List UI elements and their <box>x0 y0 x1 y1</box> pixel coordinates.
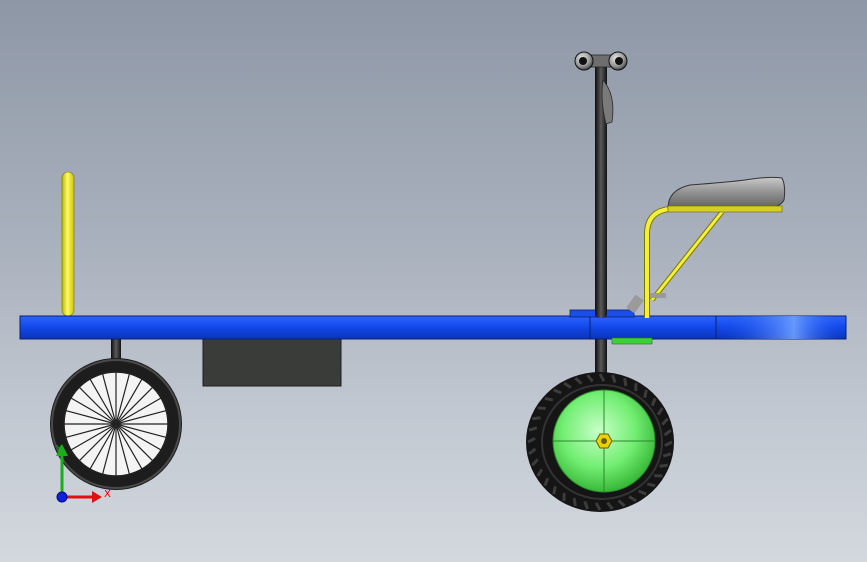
tread-mark <box>594 502 602 511</box>
tread-mark <box>662 452 672 458</box>
y-axis-label: Y <box>55 444 63 455</box>
tread-mark <box>552 485 557 495</box>
tread-mark <box>574 376 583 385</box>
tread-mark <box>661 417 669 426</box>
spoke <box>115 409 167 425</box>
y-axis-arrowhead <box>56 444 68 456</box>
tread-mark <box>553 388 562 395</box>
spoke <box>89 378 117 425</box>
front-wheel-icon[interactable] <box>526 336 674 512</box>
tread-mark <box>628 495 637 503</box>
spoke <box>115 373 131 425</box>
rear-post[interactable] <box>61 171 75 317</box>
spoke <box>70 423 117 451</box>
tread-mark <box>598 373 606 382</box>
seat-frame[interactable] <box>626 205 724 318</box>
tread-mark <box>623 377 628 387</box>
spoke <box>101 423 117 475</box>
spoke <box>70 397 117 425</box>
tread-mark <box>638 489 647 496</box>
tread-mark <box>617 499 626 508</box>
spoke <box>65 423 117 439</box>
rear-wheel-icon[interactable] <box>50 338 182 490</box>
tread-mark <box>611 374 617 384</box>
spoke <box>115 397 162 425</box>
spoke <box>115 386 154 425</box>
tread-mark <box>544 396 554 402</box>
tread-mark <box>536 468 544 477</box>
tread-mark <box>656 407 664 416</box>
brake-lever-icon[interactable] <box>601 79 614 125</box>
spoke <box>89 423 117 470</box>
tread-mark <box>528 447 537 456</box>
tread-mark <box>586 374 594 383</box>
tread-mark <box>583 500 589 510</box>
tread-mark <box>531 458 539 467</box>
seat-icon[interactable] <box>667 176 786 213</box>
spoke <box>65 409 117 425</box>
steering-column[interactable] <box>595 62 614 318</box>
tread-mark <box>646 482 656 488</box>
tread-mark <box>527 437 536 444</box>
x-axis-arrowhead <box>92 491 102 503</box>
tread-mark <box>563 381 572 389</box>
tread-mark <box>532 416 541 421</box>
tread-mark <box>663 428 672 437</box>
spoke <box>115 423 131 475</box>
z-axis-dot <box>56 491 68 503</box>
spoke <box>115 378 143 425</box>
spoke <box>115 423 143 470</box>
spoke <box>115 423 162 451</box>
x-axis-label: X <box>104 489 111 500</box>
spoke <box>115 423 167 439</box>
battery-box[interactable] <box>202 337 342 387</box>
handlebar-icon[interactable] <box>574 51 628 71</box>
tread-mark <box>543 477 550 487</box>
orientation-triad: X Y <box>55 444 111 503</box>
spoke <box>101 373 117 425</box>
tread-mark <box>664 440 673 447</box>
spoke <box>78 386 117 425</box>
tread-mark <box>528 426 538 432</box>
deck-platform[interactable] <box>19 309 847 345</box>
tread-mark <box>643 389 648 399</box>
spoke <box>115 423 154 462</box>
tread-mark <box>572 497 577 507</box>
tread-mark <box>650 397 657 407</box>
tread-mark <box>659 463 668 468</box>
tread-mark <box>606 501 614 510</box>
spoke <box>78 423 117 462</box>
